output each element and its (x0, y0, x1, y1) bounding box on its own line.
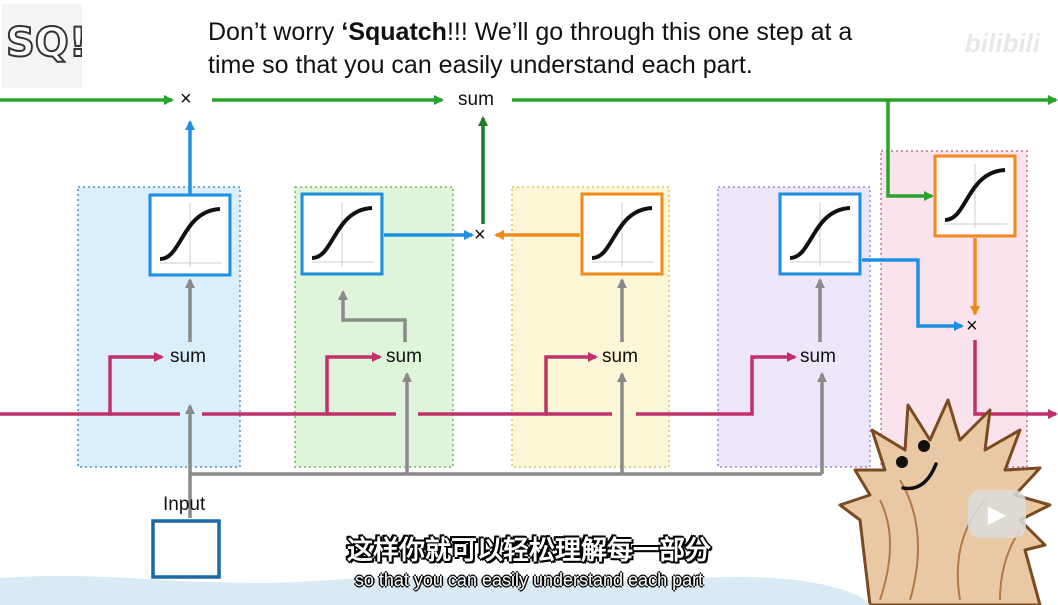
sum-label-3: sum (602, 346, 638, 367)
sum-label-4: sum (800, 346, 836, 367)
sum-top-label: sum (458, 89, 494, 110)
input-box (151, 519, 221, 579)
caption-part1: Don’t worry (208, 18, 342, 46)
subtitle-chinese: 这样你就可以轻松理解每一部分 (346, 536, 711, 566)
subtitle-english: so that you can easily understand each p… (354, 570, 704, 590)
sum-label-1: sum (170, 346, 206, 367)
play-button[interactable]: ▶ (968, 490, 1026, 538)
caption-part2: !!! We’ll go through this one step at a … (208, 18, 853, 79)
bilibili-watermark: bilibili (965, 28, 1041, 58)
multiply-middle: × (474, 224, 486, 246)
statquest-logo: SQ! (2, 4, 88, 88)
play-icon: ▶ (987, 500, 1007, 528)
input-label: Input (163, 494, 206, 515)
logo-text: SQ! (6, 20, 82, 66)
squatch-character (838, 398, 1052, 605)
sum-label-2: sum (386, 346, 422, 367)
multiply-right: × (966, 315, 978, 337)
narration-caption: Don’t worry ‘Squatch!!! We’ll go through… (208, 16, 868, 82)
multiply-top: × (180, 88, 192, 110)
caption-bold: ‘Squatch (341, 18, 447, 46)
